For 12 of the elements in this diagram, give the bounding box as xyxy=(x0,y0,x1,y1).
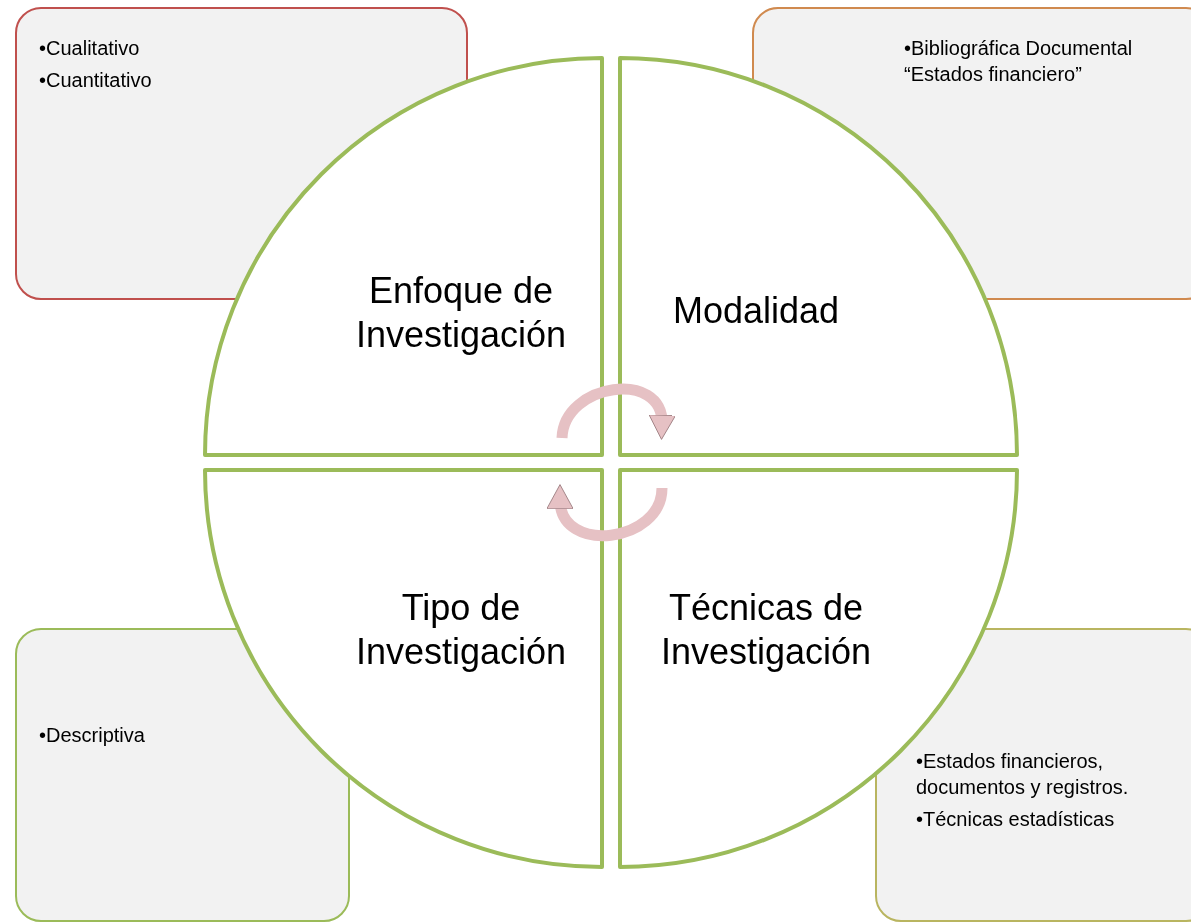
bullet-item: •Técnicas estadísticas xyxy=(916,807,1116,832)
quadrant-title: Enfoque de Investigación xyxy=(354,269,568,357)
bullet-item: •Descriptiva xyxy=(39,723,146,748)
text-panel xyxy=(15,628,350,922)
bullet-item: •Bibliográfica Documental “Estados financiero” xyxy=(904,36,1134,87)
quadrant-title: Técnicas de Investigación xyxy=(659,586,873,674)
bullet-item: •Estados financieros, documentos y registros. xyxy=(916,749,1130,800)
cycle-arrow xyxy=(556,383,675,440)
bullet-item: •Cuantitativo xyxy=(39,68,153,93)
quadrant-title: Tipo de Investigación xyxy=(354,586,568,674)
bullet-item: •Cualitativo xyxy=(39,36,141,61)
quadrant-title: Modalidad xyxy=(671,289,841,333)
